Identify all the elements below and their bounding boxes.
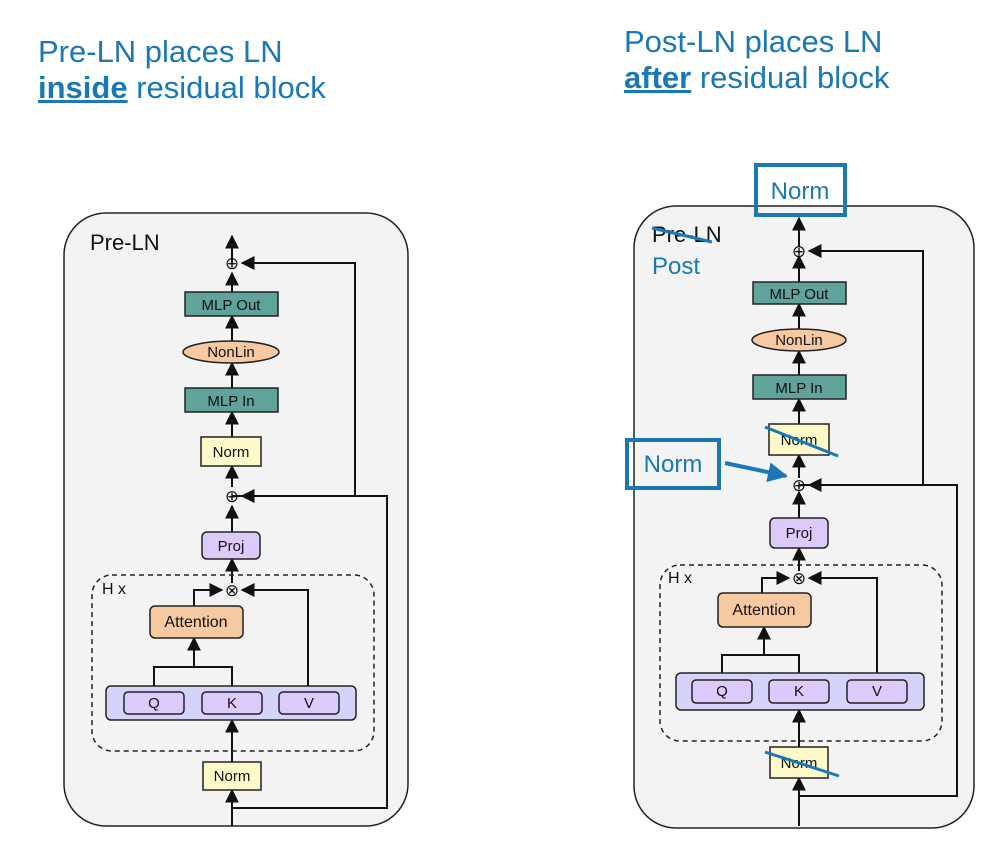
pre-ln-heading: Pre-LN places LN inside residual block xyxy=(38,34,326,106)
pre-ln-q-label: Q xyxy=(148,695,160,712)
post-ln-mlp-in-box xyxy=(752,374,847,400)
post-ln-norm-callout-label: Norm xyxy=(644,451,703,478)
post-ln-heads-label: H x xyxy=(668,570,692,587)
pre-ln-norm-mid-box xyxy=(200,436,262,467)
pre-ln-norm-bottom-box xyxy=(202,761,262,791)
post-ln-add-bottom: ⊕ xyxy=(792,476,806,495)
post-ln-mlp-out-label: MLP Out xyxy=(770,286,830,303)
pre-ln-attention-box xyxy=(149,605,244,639)
pre-ln-nonlin-ellipse xyxy=(182,340,280,364)
post-ln-norm-top-box xyxy=(754,163,847,217)
pre-ln-heads-box xyxy=(91,574,375,752)
post-ln-norm-top-label: Norm xyxy=(771,178,830,205)
pre-ln-k-label: K xyxy=(227,695,237,712)
post-ln-nonlin-label: NonLin xyxy=(775,332,823,349)
pre-ln-add-top: ⊕ xyxy=(225,254,239,273)
post-ln-mult: ⊗ xyxy=(792,569,806,588)
post-ln-heading-emphasis: after xyxy=(624,60,692,95)
post-ln-nonlin-ellipse xyxy=(751,328,847,352)
post-ln-heading-line1: Post-LN places LN xyxy=(624,24,883,59)
post-ln-norm-callout-arrow xyxy=(724,461,788,483)
pre-ln-nonlin-label: NonLin xyxy=(207,344,255,361)
post-ln-mlp-out-box xyxy=(752,281,847,305)
pre-ln-mlp-out-label: MLP Out xyxy=(202,297,262,314)
pre-ln-add-bottom: ⊕ xyxy=(225,487,239,506)
post-ln-proj-box xyxy=(769,517,829,549)
post-ln-heading-line2: after residual block xyxy=(624,60,889,96)
pre-ln-diagram: Pre-LN H x MLP Out NonLin MLP In Norm xyxy=(63,212,409,827)
pre-ln-attention-label: Attention xyxy=(164,614,227,631)
post-ln-attention-box xyxy=(717,592,812,628)
pre-ln-heading-line1: Pre-LN places LN xyxy=(38,34,283,69)
pre-ln-proj-box xyxy=(201,531,261,560)
post-ln-title-annotation: Post xyxy=(652,253,700,280)
pre-ln-heading-rest: residual block xyxy=(127,70,326,105)
pre-ln-heads-label: H x xyxy=(102,581,126,598)
post-ln-v-label: V xyxy=(872,683,882,700)
pre-ln-q-box xyxy=(123,691,185,715)
pre-ln-mlp-out-box xyxy=(184,291,279,317)
pre-ln-norm-mid-label: Norm xyxy=(213,444,250,461)
post-ln-add-top: ⊕ xyxy=(792,242,806,261)
pre-ln-mlp-in-label: MLP In xyxy=(207,393,254,410)
post-ln-q-label: Q xyxy=(716,683,728,700)
pre-ln-title: Pre-LN xyxy=(90,230,160,255)
pre-ln-mlp-in-box xyxy=(184,387,279,413)
pre-ln-panel xyxy=(63,212,409,827)
pre-ln-proj-label: Proj xyxy=(218,538,245,555)
post-ln-attention-label: Attention xyxy=(732,602,795,619)
post-ln-mlp-in-label: MLP In xyxy=(775,380,822,397)
post-ln-norm-callout-box xyxy=(625,438,721,490)
pre-ln-mult: ⊗ xyxy=(225,581,239,600)
post-ln-heading-rest: residual block xyxy=(691,60,890,95)
post-ln-k-label: K xyxy=(794,683,804,700)
post-ln-heading: Post-LN places LN after residual block xyxy=(624,24,889,96)
post-ln-diagram: Pre-LN Post Norm H x MLP Out NonLin xyxy=(625,163,975,829)
post-ln-title-strike xyxy=(651,226,713,244)
post-ln-heads-box xyxy=(659,564,943,742)
pre-ln-v-box xyxy=(278,691,340,715)
pre-ln-v-label: V xyxy=(304,695,314,712)
post-ln-proj-label: Proj xyxy=(786,525,813,542)
pre-ln-norm-bottom-label: Norm xyxy=(214,768,251,785)
post-ln-k-box xyxy=(768,679,830,704)
post-ln-norm-mid-strike xyxy=(764,425,839,458)
pre-ln-heading-emphasis: inside xyxy=(38,70,128,105)
post-ln-v-box xyxy=(846,679,908,704)
pre-ln-k-box xyxy=(201,691,263,715)
pre-ln-heading-line2: inside residual block xyxy=(38,70,326,106)
post-ln-norm-bottom-strike xyxy=(764,750,840,778)
post-ln-q-box xyxy=(691,679,753,704)
